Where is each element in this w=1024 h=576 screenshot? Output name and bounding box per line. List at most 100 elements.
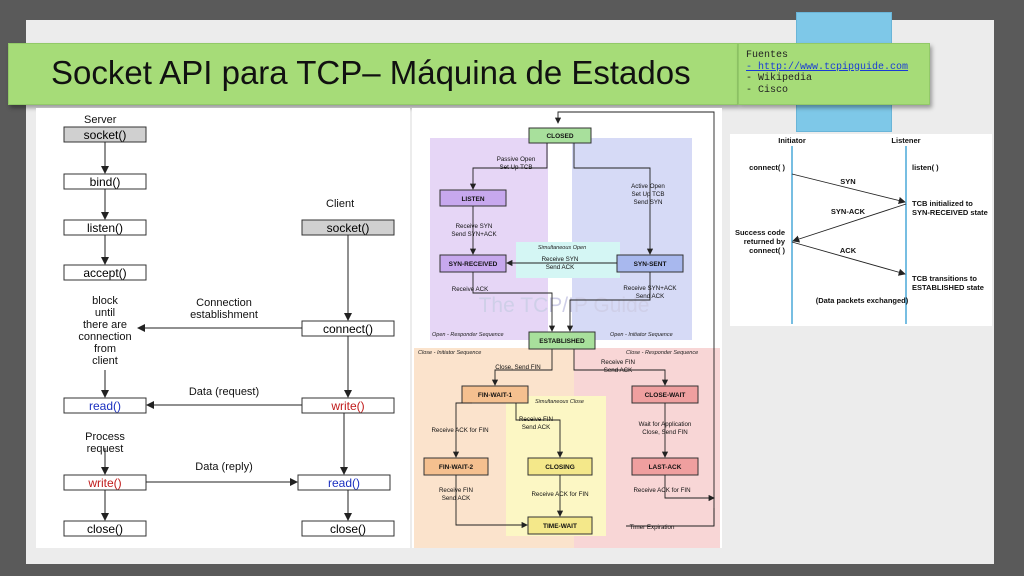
- timer-expiration-label: Timer Expiration: [630, 524, 675, 531]
- svg-text:establishment: establishment: [190, 309, 258, 321]
- handshake-panel: Initiator Listener connect( ) listen( ) …: [730, 134, 992, 326]
- svg-text:client: client: [92, 355, 118, 367]
- svg-text:Receive SYN: Receive SYN: [542, 256, 579, 263]
- state-last-ack: LAST-ACK: [631, 457, 699, 476]
- svg-text:ESTABLISHED: ESTABLISHED: [539, 338, 585, 345]
- tcb-transitions-label: TCB transitions to ESTABLISHED state: [912, 274, 984, 292]
- svg-text:Process: Process: [85, 431, 125, 443]
- slide-title: Socket API para TCP– Máquina de Estados: [51, 54, 691, 91]
- svg-text:returned by: returned by: [744, 237, 786, 246]
- svg-text:SYN-SENT: SYN-SENT: [634, 261, 667, 268]
- server-bind-call: bind(): [63, 173, 147, 190]
- svg-text:until: until: [95, 307, 115, 319]
- client-connect-call: connect(): [301, 320, 395, 337]
- block-until-text: block until there are connection from cl…: [78, 295, 131, 367]
- svg-text:ESTABLISHED state: ESTABLISHED state: [912, 283, 984, 292]
- svg-text:FIN-WAIT-2: FIN-WAIT-2: [439, 464, 474, 471]
- state-fin-wait-1: FIN-WAIT-1: [461, 385, 529, 404]
- syn-ack-label: SYN-ACK: [831, 207, 866, 216]
- listener-label: Listener: [891, 136, 920, 145]
- receive-syn-simultaneous-label: Receive SYN Send ACK: [542, 256, 579, 271]
- receive-syn-listen-label: Receive SYN Send SYN+ACK: [451, 223, 497, 238]
- data-exchanged-label: (Data packets exchanged): [816, 296, 909, 305]
- socket-flow-panel: Server Client socket() bind() listen() a…: [36, 108, 410, 548]
- receive-fin-send-ack-label: Receive FIN Send ACK: [601, 359, 635, 374]
- svg-text:bind(): bind(): [90, 175, 121, 189]
- receive-fin-fin-wait-2-label: Receive FIN Send ACK: [439, 487, 473, 502]
- svg-text:Receive SYN+ACK: Receive SYN+ACK: [623, 285, 677, 292]
- state-syn-sent: SYN-SENT: [616, 254, 684, 273]
- open-responder-label: Open - Responder Sequence: [432, 332, 504, 338]
- svg-text:Receive FIN: Receive FIN: [519, 416, 553, 423]
- svg-text:write(): write(): [330, 399, 364, 413]
- state-transition-arrows: [452, 143, 715, 529]
- connection-establishment-text: Connection establishment: [190, 297, 258, 321]
- syn-label: SYN: [840, 177, 855, 186]
- simultaneous-close-label: Simultaneous Close: [535, 399, 584, 405]
- server-listen-call: listen(): [63, 219, 147, 236]
- svg-text:accept(): accept(): [83, 266, 126, 280]
- svg-text:read(): read(): [89, 399, 121, 413]
- svg-text:Receive FIN: Receive FIN: [601, 359, 635, 366]
- state-syn-received: SYN-RECEIVED: [439, 254, 507, 273]
- svg-text:FIN-WAIT-1: FIN-WAIT-1: [478, 392, 513, 399]
- client-close-call: close(): [301, 520, 395, 537]
- svg-text:block: block: [92, 295, 118, 307]
- sources-heading: Fuentes: [746, 50, 789, 61]
- close-send-fin-label: Close, Send FIN: [495, 364, 540, 371]
- tcp-state-machine-diagram: The TCP/IP Guide Simultaneous Open Open …: [414, 111, 720, 548]
- receive-synack-label: Receive SYN+ACK Send ACK: [623, 285, 677, 300]
- svg-text:from: from: [94, 343, 116, 355]
- svg-text:connect(): connect(): [323, 322, 373, 336]
- svg-text:CLOSE-WAIT: CLOSE-WAIT: [645, 392, 686, 399]
- simultaneous-open-region: [516, 242, 620, 278]
- state-listen: LISTEN: [439, 189, 507, 207]
- client-read-call: read(): [297, 474, 391, 491]
- passive-open-label: Passive Open Set Up TCB: [497, 156, 536, 171]
- open-responder-region: [430, 138, 548, 340]
- state-closed: CLOSED: [528, 127, 592, 144]
- svg-text:Receive FIN: Receive FIN: [439, 487, 473, 494]
- svg-text:Send SYN+ACK: Send SYN+ACK: [451, 231, 497, 238]
- state-machine-panel: The TCP/IP Guide Simultaneous Open Open …: [412, 108, 722, 548]
- state-fin-wait-2: FIN-WAIT-2: [423, 457, 489, 476]
- close-responder-label: Close - Responder Sequence: [626, 350, 698, 356]
- server-label: Server: [84, 114, 117, 126]
- svg-text:Send ACK: Send ACK: [442, 495, 471, 502]
- tcb-initialized-label: TCB initialized to SYN-RECEIVED state: [912, 199, 988, 217]
- source-cisco: - Cisco: [746, 84, 789, 96]
- state-time-wait: TIME-WAIT: [527, 516, 593, 535]
- server-socket-call: socket(): [63, 126, 147, 143]
- watermark: The TCP/IP Guide: [479, 294, 650, 317]
- svg-text:Passive Open: Passive Open: [497, 156, 536, 163]
- wait-for-application-label: Wait for Application Close, Send FIN: [639, 421, 692, 436]
- svg-text:request: request: [87, 443, 124, 455]
- svg-text:TCB transitions to: TCB transitions to: [912, 274, 977, 283]
- svg-text:Active Open: Active Open: [631, 183, 665, 190]
- source-link-tcpipguide[interactable]: - http://www.tcpipguide.com: [746, 61, 909, 73]
- handshake-arrows: [791, 173, 907, 276]
- svg-text:connect( ): connect( ): [749, 246, 785, 255]
- svg-text:LAST-ACK: LAST-ACK: [649, 464, 682, 471]
- svg-text:Send ACK: Send ACK: [522, 424, 551, 431]
- open-initiator-region: [572, 138, 692, 340]
- svg-text:Set Up TCB: Set Up TCB: [500, 164, 533, 171]
- simultaneous-open-label: Simultaneous Open: [538, 245, 586, 251]
- svg-text:TCB initialized to: TCB initialized to: [912, 199, 973, 208]
- client-write-call: write(): [301, 397, 395, 414]
- svg-text:Set Up TCB: Set Up TCB: [632, 191, 665, 198]
- server-read-call: read(): [63, 397, 147, 414]
- close-initiator-label: Close - Initiator Sequence: [418, 350, 481, 356]
- svg-text:CLOSED: CLOSED: [546, 133, 573, 140]
- success-code-label: Success code returned by connect( ): [735, 228, 786, 255]
- connect-call-label: connect( ): [749, 163, 785, 172]
- svg-text:SYN-RECEIVED: SYN-RECEIVED: [449, 261, 498, 268]
- client-socket-call: socket(): [301, 219, 395, 236]
- process-request-text: Process request: [85, 431, 125, 455]
- svg-text:Connection: Connection: [196, 297, 252, 309]
- ack-label: ACK: [840, 246, 857, 255]
- svg-text:Success code: Success code: [735, 228, 785, 237]
- svg-text:read(): read(): [328, 476, 360, 490]
- timer-loop-arrow: [554, 111, 715, 527]
- open-initiator-label: Open - Initiator Sequence: [610, 332, 673, 338]
